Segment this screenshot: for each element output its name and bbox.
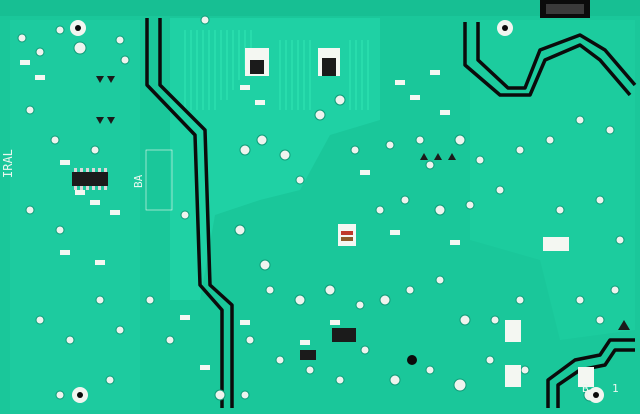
- ic-bottom: [332, 328, 356, 342]
- silk-label-1: 1: [612, 382, 619, 395]
- comb-traces: [184, 30, 369, 110]
- ic-left: [72, 172, 108, 186]
- silk-text-block: [145, 149, 173, 211]
- isolation-slots: [145, 18, 637, 408]
- ic-bottom-2: [300, 350, 316, 360]
- pads: [17, 15, 625, 402]
- silk-label-b: B: [582, 382, 589, 395]
- transistors: [245, 48, 340, 76]
- diode-symbols: [96, 76, 630, 330]
- copper-plane-left: [10, 20, 140, 410]
- connector-slot-inner: [546, 4, 584, 14]
- copper-plane-right: [470, 20, 635, 340]
- copper-plane-center: [170, 18, 380, 300]
- slot-top-right-inner: [476, 22, 637, 90]
- smd-resistors: [20, 60, 460, 370]
- slot-left-vertical-inner: [158, 18, 234, 408]
- slot-bottom-right: [546, 338, 635, 408]
- board-top-border: [0, 0, 640, 16]
- mounting-holes: [70, 20, 604, 403]
- ic-chips: [72, 168, 356, 360]
- slot-top-right: [463, 22, 632, 97]
- silk-label-ba: BA: [132, 174, 145, 188]
- large-pads: [505, 237, 594, 387]
- silk-label-iral: IRAL: [1, 149, 15, 178]
- colored-resistor: [338, 224, 356, 246]
- slot-left-vertical: [145, 18, 224, 408]
